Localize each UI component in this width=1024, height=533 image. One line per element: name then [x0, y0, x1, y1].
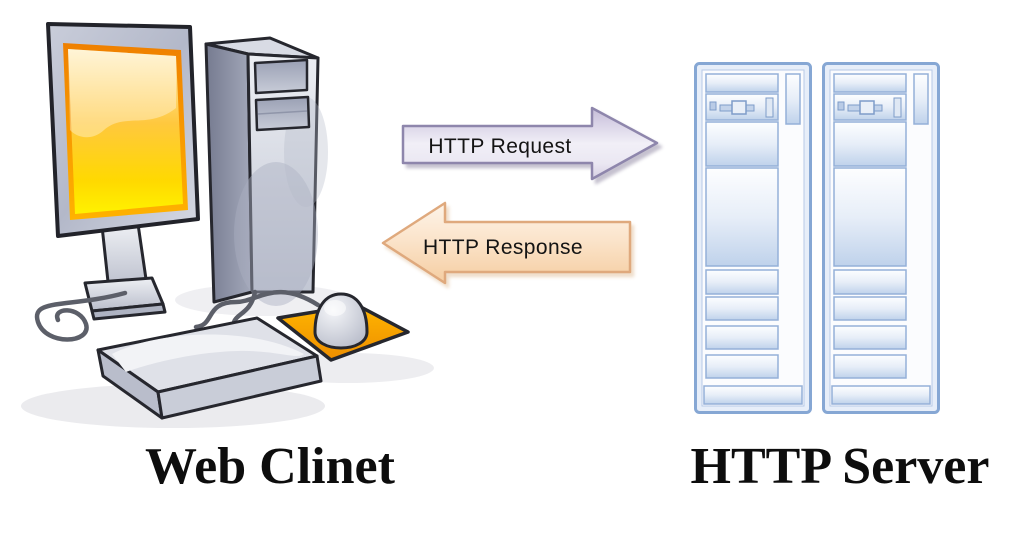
mouse-icon	[313, 292, 369, 350]
http-response-arrow: HTTP Response	[377, 197, 637, 293]
monitor-icon	[46, 22, 200, 238]
server-rack-art	[694, 62, 940, 414]
web-client-caption: Web Clinet	[145, 438, 395, 495]
right-arrow-shape	[401, 106, 659, 181]
monitor-stand-icon	[83, 222, 167, 321]
web-client-computer-art	[21, 22, 434, 428]
http-request-label: HTTP Request	[428, 135, 571, 158]
http-request-arrow: HTTP Request	[398, 101, 666, 193]
http-response-label: HTTP Response	[423, 236, 583, 259]
left-arrow-shape	[381, 201, 632, 285]
web-client-computer-icon	[8, 2, 440, 434]
http-server-caption: HTTP Server	[690, 438, 990, 495]
keyboard-icon	[96, 316, 323, 420]
tower-icon	[204, 36, 328, 306]
http-server-rack-icon	[694, 60, 940, 416]
